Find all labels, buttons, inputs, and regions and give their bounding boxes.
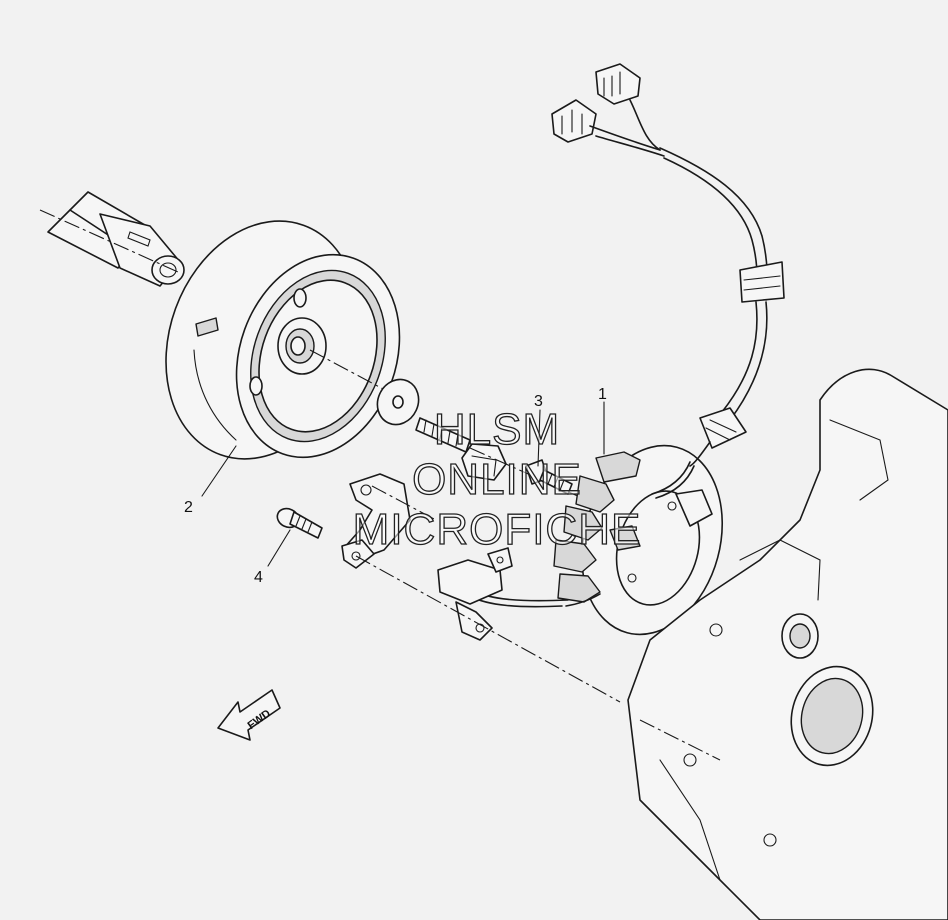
fwd-direction-arrow: FWD xyxy=(217,689,281,741)
washer xyxy=(376,378,420,426)
watermark-line-1: HLSM xyxy=(434,405,560,454)
crankcase xyxy=(627,368,948,920)
callout-4: 4 xyxy=(254,569,263,586)
callout-2: 2 xyxy=(184,499,193,516)
wire-harness xyxy=(469,63,785,608)
watermark-line-2: ONLINE xyxy=(412,455,582,504)
crankshaft xyxy=(39,191,185,287)
bracket xyxy=(341,473,621,703)
pickup-coil xyxy=(437,547,513,641)
callout-1: 1 xyxy=(598,386,607,403)
callout-3: 3 xyxy=(534,393,543,410)
leader-lines xyxy=(201,401,605,567)
stator-assembly xyxy=(553,444,724,636)
watermark-line-3: MICROFICHE xyxy=(353,505,642,554)
rotor-flywheel xyxy=(165,220,401,460)
stator-screw xyxy=(525,459,573,495)
watermark: HLSM ONLINE MICROFICHE xyxy=(352,404,642,554)
screw-part-4 xyxy=(276,507,323,539)
